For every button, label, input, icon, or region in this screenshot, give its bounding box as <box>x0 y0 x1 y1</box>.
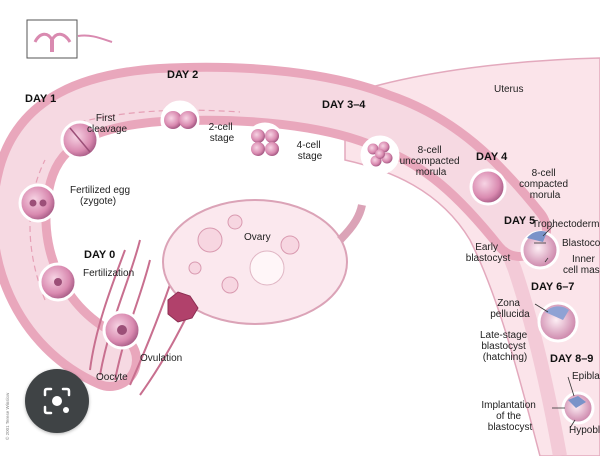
late-blastocyst <box>537 301 579 343</box>
day-5-label: DAY 5 <box>504 215 535 227</box>
visual-search-button[interactable] <box>25 369 89 433</box>
implanting-blastocyst <box>561 391 595 425</box>
early-blastocyst-label: Early blastocyst <box>466 242 511 264</box>
camera-lens-icon <box>43 387 71 415</box>
day-1-label: DAY 1 <box>25 93 56 105</box>
oocyte-cell <box>102 310 142 350</box>
day-2-label: DAY 2 <box>167 69 198 81</box>
ovarian-ligament <box>337 204 366 243</box>
four-cell-stage-label: 4-cell stage <box>297 140 324 162</box>
late-blastocyst-label: Late-stage blastocyst (hatching) <box>480 330 530 363</box>
inner-cell-mass-label: Inner cell mass <box>563 254 600 276</box>
day-6-7-label: DAY 6–7 <box>531 281 574 293</box>
day-0-label: DAY 0 <box>84 249 115 261</box>
fallopian-tube-inner <box>0 71 542 382</box>
two-cell-stage-label: 2-cell stage <box>209 122 236 144</box>
ovary-corpus <box>249 250 285 286</box>
fertilization-label: Fertilization <box>83 268 134 279</box>
eight-cell-uncompacted-label: 8-cell uncompacted morula <box>400 145 463 178</box>
uterus-thumbnail-icon <box>26 19 113 59</box>
four-cell-embryo <box>245 122 285 162</box>
zona-pellucida-label: Zona pellucida <box>490 298 530 320</box>
hypoblast-label: Hypoblast <box>569 425 600 436</box>
fertilized-egg-day0 <box>38 262 78 302</box>
fertilized-egg-label: Fertilized egg (zygote) <box>70 185 133 207</box>
eight-cell-uncompacted <box>360 135 400 175</box>
eight-cell-compacted <box>469 168 507 206</box>
zygote-cell <box>18 183 58 223</box>
eight-cell-compacted-label: 8-cell compacted morula <box>519 168 571 201</box>
day-8-9-label: DAY 8–9 <box>550 353 593 365</box>
ruptured-follicle <box>167 291 199 323</box>
first-cleavage-cell <box>60 120 100 160</box>
day-3-4-label: DAY 3–4 <box>322 99 366 111</box>
trophectoderm-label: Trophectoderm <box>532 219 599 230</box>
tube-folds <box>29 109 241 301</box>
two-cell-embryo <box>160 100 200 140</box>
implantation-label: Implantation of the blastocyst <box>481 400 538 433</box>
oocyte-label: Oocyte <box>96 372 128 383</box>
ovary-label: Ovary <box>244 232 271 243</box>
copyright-credit: © 2001 Terese Winslow <box>4 392 10 440</box>
ovulation-label: Ovulation <box>140 353 182 364</box>
first-cleavage-label: First cleavage <box>87 113 127 135</box>
leader-lines <box>534 225 576 429</box>
ovary-follicles <box>188 214 300 294</box>
epiblast-label: Epiblast <box>572 371 600 382</box>
day-4-label: DAY 4 <box>476 151 508 163</box>
early-blastocyst <box>520 230 560 270</box>
uterus-label: Uterus <box>494 84 523 95</box>
blastocoel-label: Blastocoel <box>562 238 600 249</box>
